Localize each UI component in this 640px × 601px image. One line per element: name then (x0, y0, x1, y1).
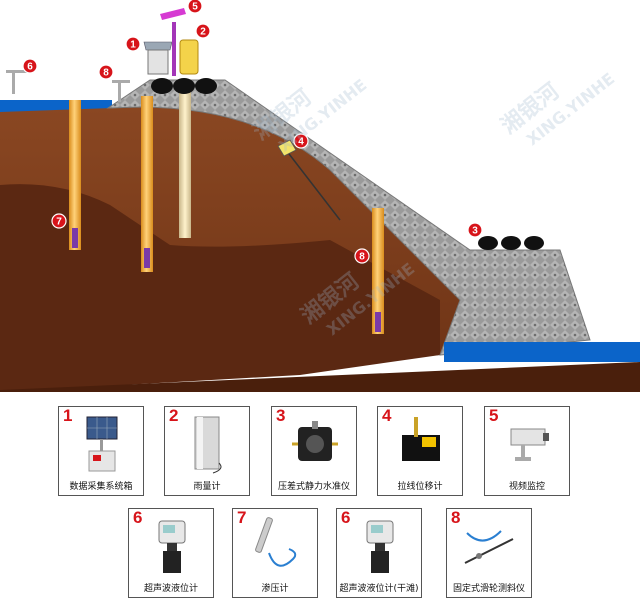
inclinometer-pipe-mid (141, 96, 153, 272)
svg-text:8: 8 (103, 68, 109, 79)
legend-number: 5 (489, 406, 499, 425)
rain-gauge-icon (194, 416, 222, 474)
legend-label: 固定式滑轮测斜仪 (452, 584, 525, 594)
piezometer-pipe-slope (372, 208, 384, 334)
wire-displacement-icon (402, 417, 440, 461)
legend-label: 拉线位移计 (397, 482, 443, 492)
marker-2: 2 (195, 23, 211, 39)
legend-label: 压差式静力水准仪 (277, 482, 350, 492)
marker-1: 1 (125, 36, 141, 52)
displacement-wire (285, 149, 341, 221)
marker-6: 6 (22, 58, 38, 74)
gravel-dam (106, 79, 591, 356)
static-level-icon (292, 421, 338, 461)
svg-text:3: 3 (472, 226, 478, 237)
wire-sensor (277, 139, 297, 157)
svg-text:1: 1 (130, 40, 136, 51)
legend-label: 雨量计 (193, 482, 221, 492)
legend-card-1: 1 数据采集系统箱 (58, 406, 144, 496)
bedrock (0, 362, 640, 392)
legend-card-8: 8 固定式滑轮测斜仪 (446, 508, 532, 598)
legend-card-6: 6 超声波液位计 (128, 508, 214, 598)
data-cabinet (143, 41, 173, 75)
legend-number: 7 (237, 508, 247, 527)
legend-label: 超声波液位计 (143, 584, 198, 594)
ultrasonic-level-icon (366, 520, 394, 573)
inclinometer-icon (464, 530, 514, 564)
legend-card-5: 5 视频监控 (484, 406, 570, 496)
svg-text:6: 6 (27, 62, 33, 73)
legend-number: 4 (382, 406, 392, 425)
lower-soil (0, 184, 440, 392)
ultrasonic-level-icon (158, 520, 186, 573)
piezometer-pipe-left (69, 100, 81, 250)
legend-number: 6 (133, 508, 143, 527)
marker-8: 8 (98, 64, 114, 80)
rain-gauge (179, 39, 199, 75)
legend-label: 视频监控 (508, 482, 545, 492)
legend-number: 8 (451, 508, 461, 527)
equipment-legend: 1 数据采集系统箱 2 雨量计 3 压差式静力水准仪 4 拉线位移计 5 视频监控 6 超声波液位计 7… (0, 398, 640, 601)
legend-label: 超声波液位计(干滩) (339, 584, 419, 594)
legend-number: 1 (63, 406, 73, 425)
marker-3: 3 (467, 222, 483, 238)
right-water (444, 342, 640, 362)
svg-text:8: 8 (359, 252, 365, 263)
solar-panel-cabinet-icon (86, 416, 118, 472)
piezometer-pipe-center (179, 92, 191, 238)
legend-label: 渗压计 (261, 584, 289, 594)
piezometer-icon (255, 517, 297, 567)
berm-levels (478, 236, 544, 250)
legend-card-6: 6 超声波液位计(干滩) (336, 508, 422, 598)
legend-number: 3 (276, 406, 286, 425)
level-sensor-crest (112, 80, 130, 102)
crest-levels (151, 78, 217, 94)
camera-pole (160, 8, 186, 76)
legend-card-3: 3 压差式静力水准仪 (271, 406, 357, 496)
svg-text:7: 7 (56, 217, 62, 228)
legend-label: 数据采集系统箱 (69, 482, 133, 492)
marker-4: 4 (293, 133, 309, 149)
legend-card-4: 4 拉线位移计 (377, 406, 463, 496)
marker-8: 8 (354, 248, 370, 264)
legend-card-7: 7 渗压计 (232, 508, 318, 598)
marker-7: 7 (51, 213, 67, 229)
cctv-camera-icon (510, 428, 549, 461)
svg-text:2: 2 (200, 27, 206, 38)
svg-text:5: 5 (192, 2, 198, 13)
legend-number: 6 (341, 508, 351, 527)
legend-card-2: 2 雨量计 (164, 406, 250, 496)
marker-5: 5 (187, 0, 203, 14)
svg-text:4: 4 (298, 137, 304, 148)
level-sensor-left (6, 70, 28, 94)
legend-number: 2 (169, 406, 179, 425)
